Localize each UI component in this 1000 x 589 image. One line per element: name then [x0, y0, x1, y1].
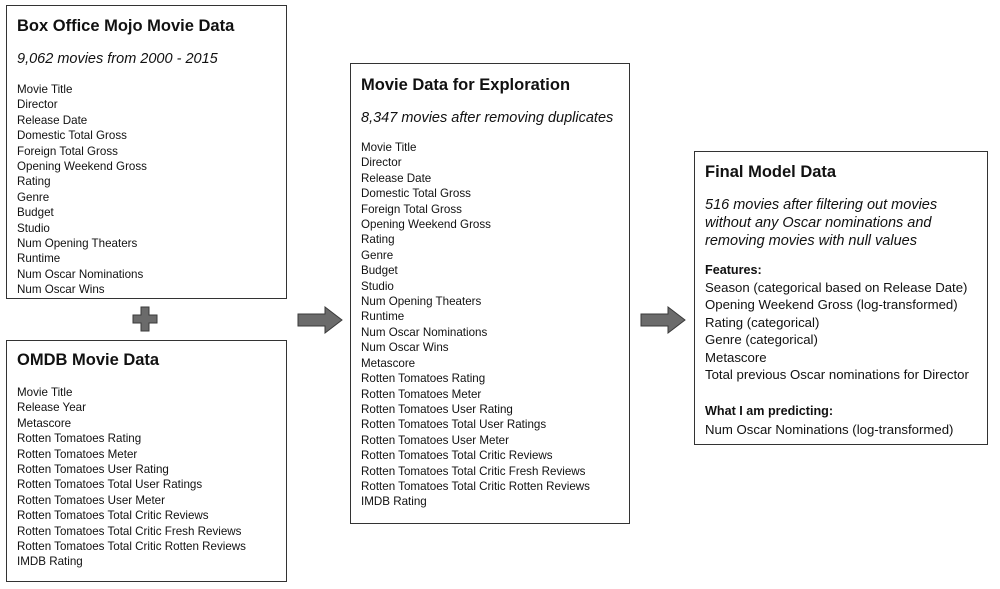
- field-item: Movie Title: [17, 386, 73, 399]
- field-item: Director: [17, 98, 58, 112]
- field-item: Budget: [17, 206, 54, 220]
- field-item: Director: [361, 156, 402, 170]
- field-item: Num Oscar Nominations: [361, 325, 488, 339]
- feature-item: Genre (categorical): [705, 332, 818, 348]
- field-item: Num Oscar Wins: [361, 341, 449, 355]
- field-item: Genre: [17, 190, 50, 204]
- field-item: Rotten Tomatoes Total Critic Fresh Revie…: [361, 464, 586, 478]
- field-item: Rotten Tomatoes Meter: [17, 447, 138, 461]
- right-arrow-icon: [640, 306, 686, 334]
- final-model-subtitle: 516 movies after filtering out movies wi…: [705, 196, 937, 250]
- field-item: Rating: [17, 175, 51, 189]
- field-item: Rating: [361, 233, 395, 247]
- exploration-title: Movie Data for Exploration: [361, 76, 571, 94]
- field-item: Release Year: [17, 401, 86, 415]
- field-item: Studio: [17, 221, 50, 235]
- field-item: Foreign Total Gross: [17, 144, 118, 158]
- features-list: Season (categorical based on Release Dat…: [705, 279, 969, 383]
- field-item: Studio: [361, 279, 394, 293]
- field-item: Foreign Total Gross: [361, 202, 462, 216]
- field-item: IMDB Rating: [361, 495, 427, 509]
- field-item: Rotten Tomatoes Rating: [361, 372, 486, 386]
- field-item: Movie Title: [17, 83, 73, 96]
- field-item: Runtime: [17, 252, 61, 266]
- feature-item: Total previous Oscar nominations for Dir…: [705, 367, 969, 383]
- field-item: Num Oscar Wins: [17, 283, 105, 297]
- field-item: Rotten Tomatoes Total User Ratings: [361, 418, 547, 432]
- field-item: Budget: [361, 264, 398, 278]
- field-item: Movie Title: [361, 141, 417, 154]
- field-item: Rotten Tomatoes User Rating: [361, 402, 513, 416]
- field-item: Rotten Tomatoes Meter: [361, 387, 482, 401]
- final-model-subtitle-line: without any Oscar nominations and: [705, 215, 932, 231]
- field-item: Opening Weekend Gross: [17, 160, 147, 174]
- feature-item: Metascore: [705, 349, 767, 365]
- final-model-subtitle-line: removing movies with null values: [705, 233, 917, 249]
- exploration-subtitle: 8,347 movies after removing duplicates: [361, 110, 614, 126]
- plus-icon: [132, 306, 158, 332]
- feature-item: Rating (categorical): [705, 314, 820, 330]
- field-item: Release Date: [17, 113, 88, 127]
- field-item: Rotten Tomatoes Total Critic Reviews: [361, 449, 553, 463]
- field-item: Metascore: [361, 356, 416, 370]
- exploration-box: Movie Data for Exploration 8,347 movies …: [350, 63, 630, 524]
- predicting-heading: What I am predicting:: [705, 404, 834, 418]
- field-item: Domestic Total Gross: [361, 187, 471, 201]
- final-model-title: Final Model Data: [705, 163, 837, 181]
- field-item: Num Opening Theaters: [361, 295, 482, 309]
- features-heading: Features:: [705, 263, 762, 277]
- final-model-subtitle-line: 516 movies after filtering out movies: [705, 197, 938, 213]
- omdb-title: OMDB Movie Data: [17, 351, 160, 369]
- final-model-box: Final Model Data 516 movies after filter…: [694, 151, 988, 445]
- field-item: Rotten Tomatoes Rating: [17, 432, 142, 446]
- box-office-mojo-subtitle: 9,062 movies from 2000 - 2015: [17, 51, 218, 67]
- field-item: Metascore: [17, 416, 72, 430]
- field-item: Runtime: [361, 310, 405, 324]
- field-item: Rotten Tomatoes Total Critic Reviews: [17, 509, 209, 523]
- field-item: Rotten Tomatoes Total User Ratings: [17, 478, 203, 492]
- field-item: Rotten Tomatoes Total Critic Fresh Revie…: [17, 524, 242, 538]
- predicting-item: Num Oscar Nominations (log-transformed): [705, 422, 954, 437]
- field-item: Genre: [361, 248, 394, 262]
- field-item: Domestic Total Gross: [17, 129, 127, 143]
- field-item: IMDB Rating: [17, 555, 83, 569]
- field-item: Rotten Tomatoes User Rating: [17, 463, 169, 477]
- right-arrow-icon: [297, 306, 343, 334]
- field-item: Rotten Tomatoes User Meter: [361, 433, 509, 447]
- predicting-list: Num Oscar Nominations (log-transformed): [705, 421, 953, 438]
- feature-item: Season (categorical based on Release Dat…: [705, 280, 968, 295]
- field-item: Num Opening Theaters: [17, 237, 138, 251]
- field-item: Release Date: [361, 171, 432, 185]
- field-item: Rotten Tomatoes User Meter: [17, 493, 165, 507]
- box-office-mojo-box: Box Office Mojo Movie Data 9,062 movies …: [6, 5, 287, 299]
- field-item: Opening Weekend Gross: [361, 218, 491, 232]
- feature-item: Opening Weekend Gross (log-transformed): [705, 297, 958, 313]
- field-item: Rotten Tomatoes Total Critic Rotten Revi…: [17, 540, 246, 554]
- field-item: Rotten Tomatoes Total Critic Rotten Revi…: [361, 479, 590, 493]
- box-office-mojo-title: Box Office Mojo Movie Data: [17, 17, 235, 35]
- field-item: Num Oscar Nominations: [17, 267, 144, 281]
